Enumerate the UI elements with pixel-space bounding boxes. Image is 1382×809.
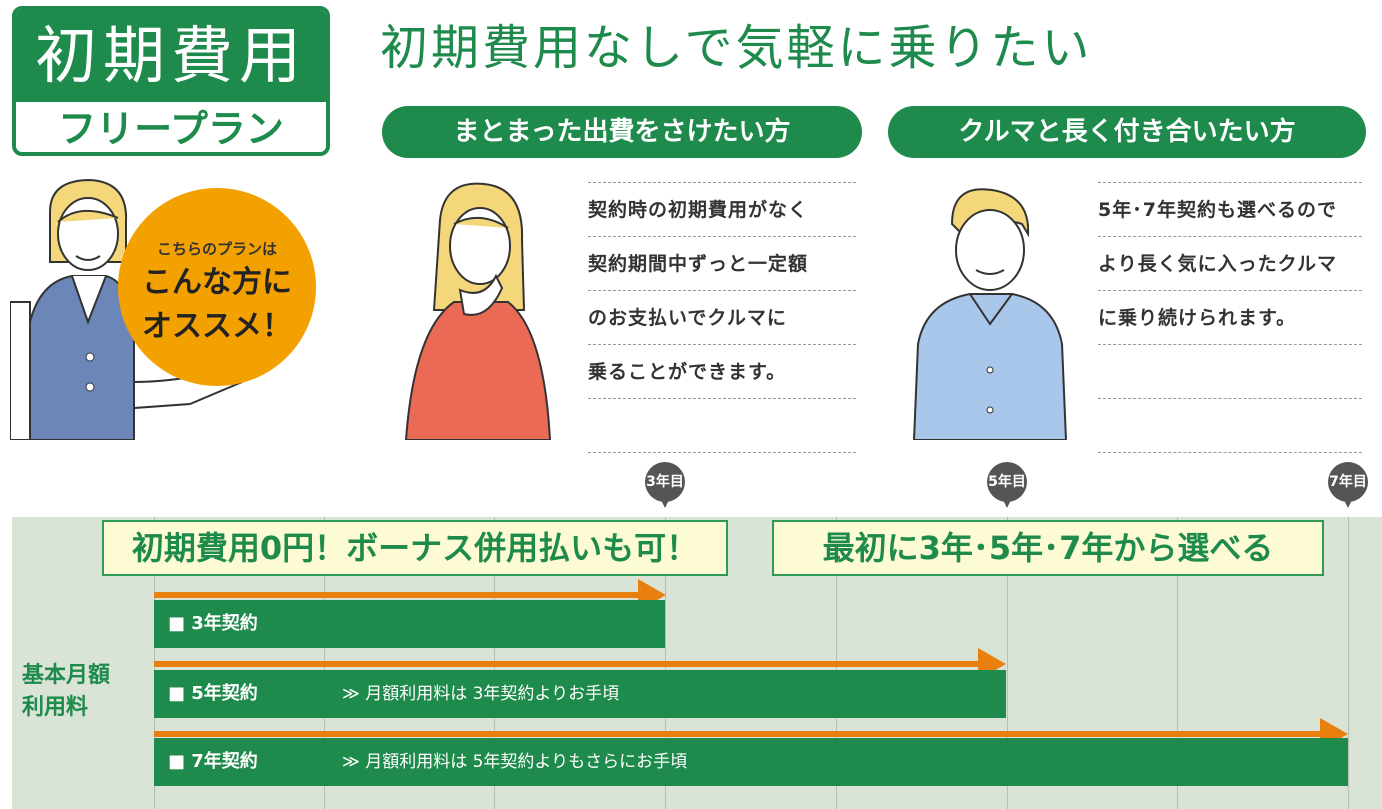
description-1-line-3: のお支払いでクルマに	[588, 291, 856, 345]
side-label-line-1: 基本月額	[22, 663, 111, 688]
description-2-empty-line	[1098, 345, 1362, 399]
description-1-empty-line	[588, 399, 856, 453]
side-label: 基本月額 利用料	[22, 660, 110, 724]
callout-initial-cost: 初期費用0円！ボーナス併用払いも可！	[102, 520, 728, 576]
badge-title: 初期費用	[16, 10, 326, 102]
man-illustration	[912, 188, 1068, 440]
plan-badge: 初期費用 フリープラン	[12, 6, 330, 156]
year-gridline	[1177, 517, 1178, 809]
description-1: 契約時の初期費用がなく 契約期間中ずっと一定額 のお支払いでクルマに 乗ることが…	[588, 182, 856, 453]
year-7-marker: 7年目	[1328, 462, 1368, 508]
thinking-woman-illustration	[404, 182, 552, 440]
year-gridline	[1007, 517, 1008, 809]
contract-bar-3yr-label: ■ 3年契約	[168, 613, 258, 634]
description-1-line-4: 乗ることができます。	[588, 345, 856, 399]
year-gridline	[1348, 517, 1349, 809]
contract-bar-7yr: ■ 7年契約 ≫ 月額利用料は 5年契約よりもさらにお手頃	[154, 738, 1348, 786]
contract-bar-5yr-note: ≫ 月額利用料は 3年契約よりお手頃	[342, 684, 620, 704]
year-3-marker: 3年目	[645, 462, 685, 508]
arrow-3yr-line	[154, 592, 638, 598]
page-heading: 初期費用なしで気軽に乗りたい	[380, 20, 1093, 76]
contract-bar-3yr: ■ 3年契約	[154, 600, 665, 648]
description-2: 5年･7年契約も選べるので より長く気に入ったクルマ に乗り続けられます。	[1098, 182, 1362, 453]
recommend-circle: こちらのプランは こんな方に オススメ！	[118, 188, 316, 386]
contract-bar-5yr: ■ 5年契約 ≫ 月額利用料は 3年契約よりお手頃	[154, 670, 1006, 718]
description-2-line-2: より長く気に入ったクルマ	[1098, 237, 1362, 291]
arrow-7yr-line	[154, 731, 1320, 737]
description-1-line-2: 契約期間中ずっと一定額	[588, 237, 856, 291]
year-5-marker: 5年目	[987, 462, 1027, 508]
description-2-empty-line	[1098, 399, 1362, 453]
description-2-line-1: 5年･7年契約も選べるので	[1098, 183, 1362, 237]
target-pill-2: クルマと長く付き合いたい方	[888, 106, 1366, 158]
side-label-line-2: 利用料	[22, 695, 89, 720]
badge-subtitle: フリープラン	[58, 107, 284, 151]
description-2-line-3: に乗り続けられます。	[1098, 291, 1362, 345]
description-1-line-1: 契約時の初期費用がなく	[588, 183, 856, 237]
recommend-line2: オススメ！	[142, 309, 292, 344]
contract-bar-7yr-label: ■ 7年契約	[168, 751, 258, 772]
contract-bar-5yr-label: ■ 5年契約	[168, 683, 258, 704]
recommend-small: こちらのプランは	[156, 240, 277, 258]
recommend-line1: こんな方に	[142, 265, 292, 300]
arrow-5yr-line	[154, 661, 978, 667]
contract-bar-7yr-note: ≫ 月額利用料は 5年契約よりもさらにお手頃	[342, 752, 688, 772]
callout-choose-term: 最初に3年･5年･7年から選べる	[772, 520, 1324, 576]
target-pill-1: まとまった出費をさけたい方	[382, 106, 862, 158]
